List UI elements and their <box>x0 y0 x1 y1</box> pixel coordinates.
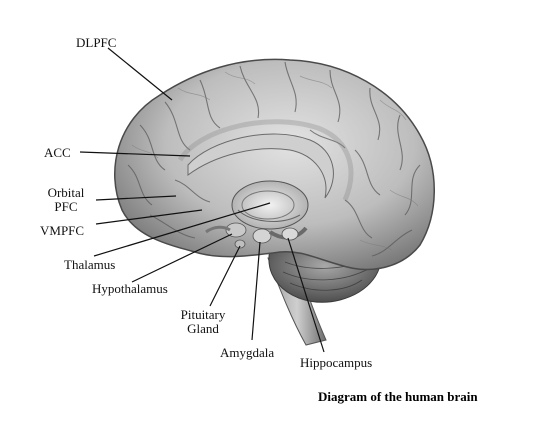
leader-acc <box>79 151 191 157</box>
label-hypothalamus: Hypothalamus <box>92 281 168 296</box>
label-acc: ACC <box>44 145 71 160</box>
cerebrum <box>114 58 435 271</box>
leader-amygdala <box>251 241 261 341</box>
leader-thalamus <box>93 202 271 257</box>
pituitary-shape <box>234 239 246 249</box>
leader-lines <box>79 47 325 353</box>
label-thalamus: Thalamus <box>64 257 116 272</box>
leader-orbital <box>95 195 177 201</box>
label-hippocampus: Hippocampus <box>300 355 373 370</box>
label-pituitary-line1: Pituitary <box>180 307 226 322</box>
leader-hippocampus <box>287 237 325 353</box>
leader-pituitary <box>209 245 241 307</box>
leader-hypothalamus <box>131 233 233 283</box>
label-vmpfc: VMPFC <box>40 223 85 238</box>
cingulate-region <box>177 119 354 201</box>
leader-dlpfc <box>107 47 173 101</box>
leader-vmpfc <box>95 209 203 225</box>
thalamus-shape <box>231 180 309 230</box>
label-orbital-pfc: Orbital PFC <box>40 186 92 214</box>
label-pituitary-gland: Pituitary Gland <box>168 308 238 336</box>
label-dlpfc: DLPFC <box>76 35 117 50</box>
label-orbital-line1: Orbital <box>47 185 85 200</box>
label-orbital-line2: PFC <box>54 199 78 214</box>
amygdala-shape <box>252 228 272 244</box>
diagram-caption: Diagram of the human brain <box>318 389 478 404</box>
corpus-callosum <box>187 133 334 199</box>
label-amygdala: Amygdala <box>220 345 275 360</box>
label-pituitary-line2: Gland <box>187 321 219 336</box>
hypothalamus-shape <box>225 222 247 238</box>
